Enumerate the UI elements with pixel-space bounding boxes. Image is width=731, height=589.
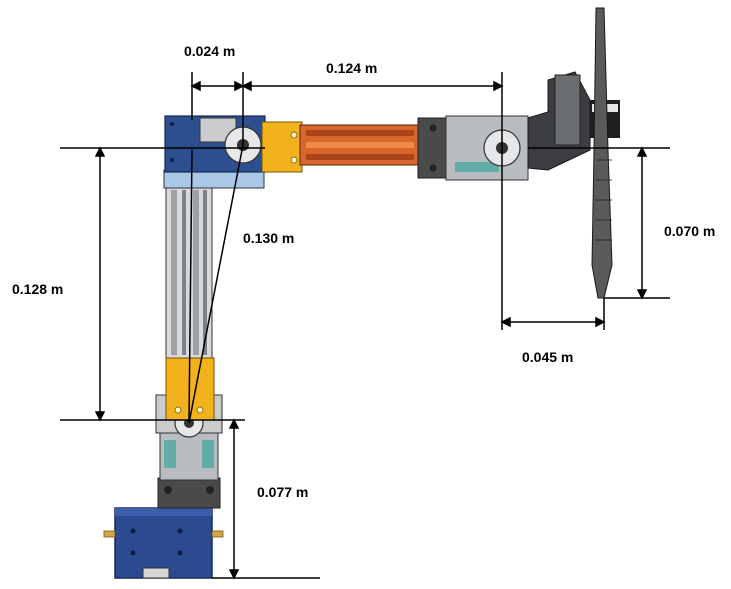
forearm-link	[163, 169, 265, 361]
dim-label-forearm-diagonal: 0.130 m	[243, 230, 294, 246]
dimension-arrows	[94, 80, 648, 580]
dim-label-offset-top: 0.024 m	[184, 43, 235, 59]
dim-label-gripper-vertical: 0.070 m	[664, 223, 715, 239]
dim-label-upper-arm: 0.124 m	[326, 60, 377, 76]
base-block	[103, 507, 224, 579]
pen	[591, 7, 613, 299]
shoulder-blue-bracket	[164, 115, 266, 173]
dim-label-gripper-horizontal: 0.045 m	[522, 349, 573, 365]
elbow-servo	[417, 115, 529, 181]
upper-arm-link	[261, 121, 421, 173]
dim-label-forearm-vertical: 0.128 m	[12, 281, 63, 297]
dim-label-base-height: 0.077 m	[257, 484, 308, 500]
dimension-lines	[60, 72, 670, 579]
